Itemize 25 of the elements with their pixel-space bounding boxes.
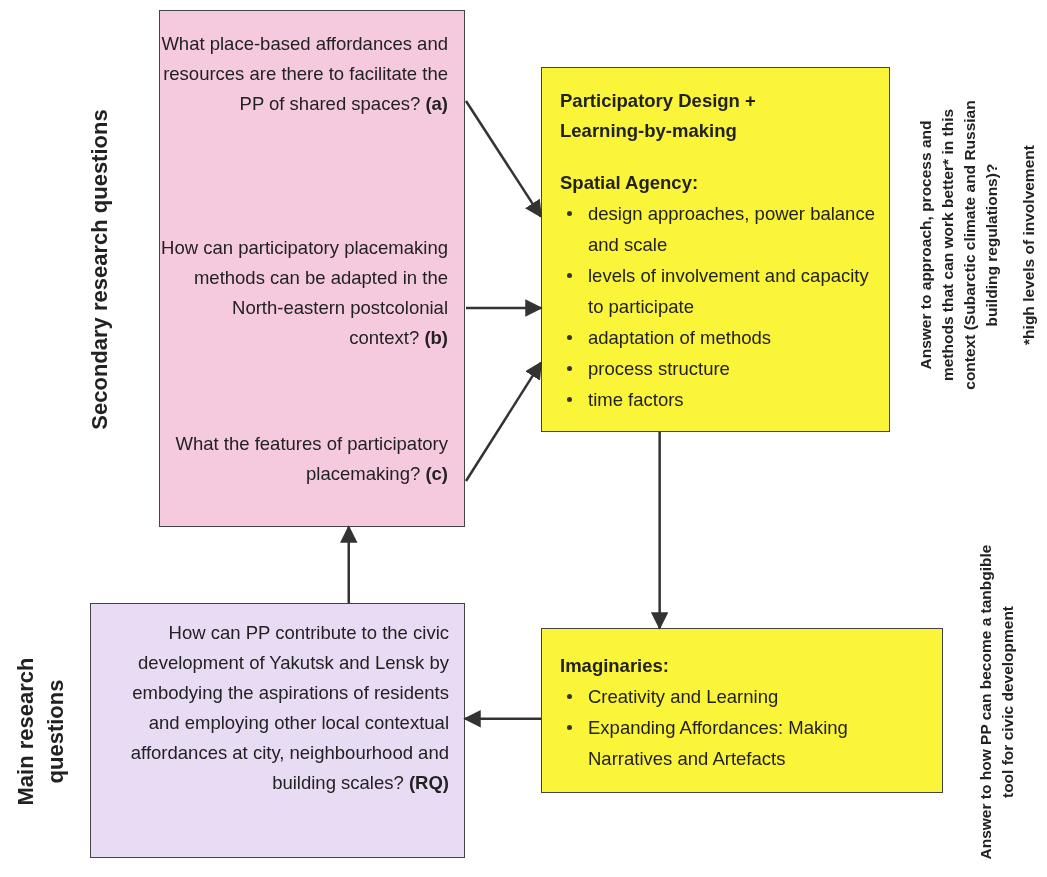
box-heading: Imaginaries: — [559, 654, 670, 678]
side-note: Answer to how PP can become a tanbgible tool for civic development — [976, 543, 1017, 862]
box-heading: Spatial Agency: — [559, 171, 700, 195]
bullet-item: Creativity and Learning — [588, 681, 928, 712]
question-text: How can PP contribute to the civic development of Yakutsk and Lensk by embodying the aspirations of residents and employing other local contextual affordances at city, neighbourhood and building scales? (RQ) — [129, 621, 450, 795]
arrow — [340, 525, 358, 603]
bullet-item: adaptation of methods — [588, 322, 875, 353]
question-text: What place-based affordances and resources are there to facilitate the PP of shared spaces? (a) — [160, 29, 466, 189]
arrow — [650, 432, 669, 630]
method-box — [541, 67, 890, 432]
question-text: What the features of participatory placemaking? (c) — [160, 429, 466, 529]
bullet-item: time factors — [588, 384, 875, 415]
panel-heading: Secondary research questions — [86, 108, 113, 432]
bullet-item: process structure — [588, 353, 875, 384]
side-note: Answer to approach, process and methods that can work better* in this context (Subarctic climate and Russian building regulations)? — [916, 99, 1001, 392]
arrow — [466, 299, 543, 317]
bullet-item: Expanding Affordances: Making Narratives and Artefacts — [588, 712, 928, 774]
side-note: *high levels of involvement — [1019, 144, 1038, 347]
box-heading: Participatory Design + Learning-by-making — [559, 89, 757, 143]
panel-heading: Main research questions — [12, 656, 69, 808]
arrow — [463, 710, 541, 728]
arrow — [464, 361, 543, 482]
arrow — [464, 100, 543, 219]
outcome-box — [541, 628, 943, 793]
question-text: How can participatory placemaking methods can be adapted in the North-eastern postcolonial context? (b) — [160, 233, 466, 383]
